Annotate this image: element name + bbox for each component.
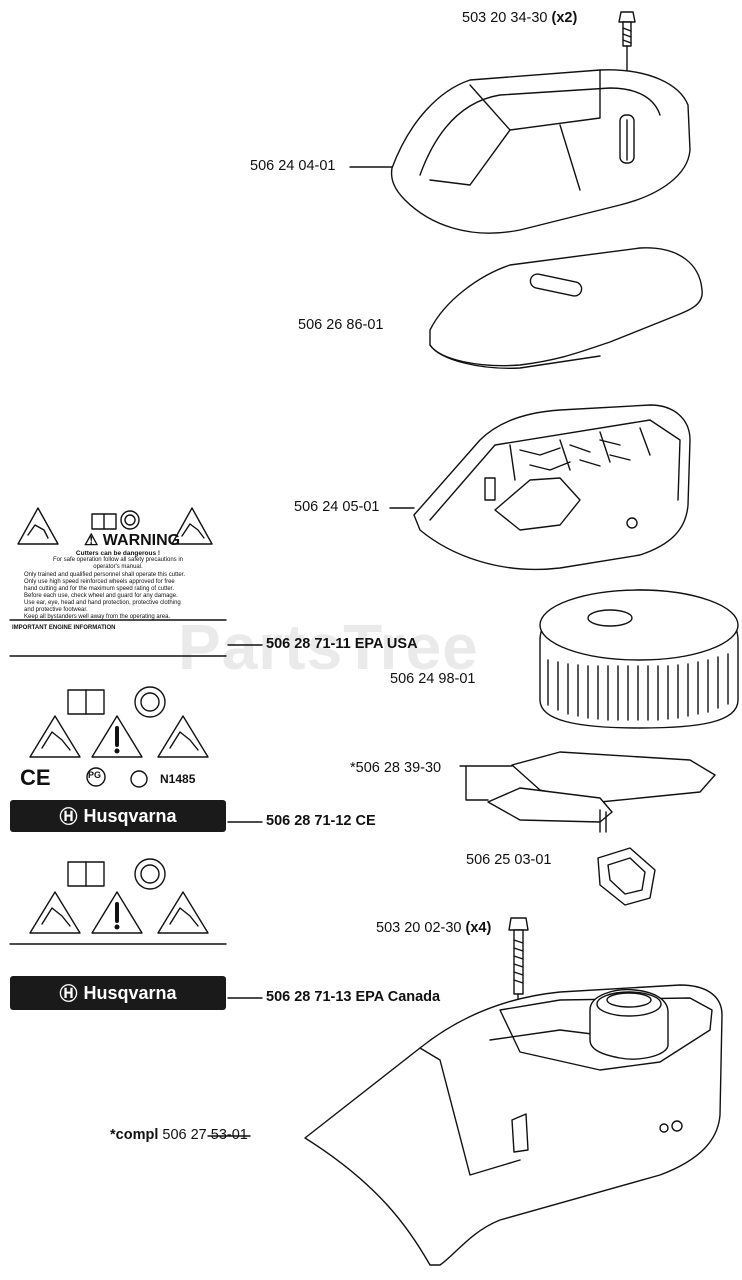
air-filter-cover-drawing — [390, 69, 691, 234]
decal-usa-bullets: Only trained and qualified personnel sha… — [24, 572, 224, 621]
decal-canada-drawing — [9, 858, 227, 945]
label-screw-top: 503 20 34-30 (x2) — [462, 10, 577, 26]
bullet: Keep all bystanders well away from the o… — [24, 614, 171, 620]
husqvarna-brand-bar-canada: Ⓗ Husqvarna — [10, 976, 226, 1010]
warning-title-text: WARNING — [102, 532, 181, 549]
seal-drawing — [597, 847, 656, 906]
pg-mark: PG — [88, 770, 102, 780]
bullet: Only use high speed reinforced wheels ap… — [24, 579, 175, 585]
air-filter-drawing — [539, 589, 739, 729]
decal-usa-line3: operator's manual. — [93, 564, 143, 570]
compl-prefix: *compl — [110, 1127, 159, 1143]
part-number: 503 20 34-30 — [462, 10, 548, 26]
filter-holder-drawing — [413, 404, 691, 571]
brand-text: Husqvarna — [83, 805, 177, 826]
label-decal-ce: 506 28 71-12 CE — [266, 813, 376, 829]
label-decal-canada: 506 28 71-13 EPA Canada — [266, 989, 441, 1005]
n1485-mark: N1485 — [160, 772, 196, 786]
part-number: 503 20 02-30 — [376, 920, 462, 936]
bullet: Before each use, check wheel and guard f… — [24, 593, 178, 599]
label-decal-usa: 506 28 71-11 EPA USA — [266, 636, 418, 652]
label-seal: 506 25 03-01 — [466, 852, 552, 868]
bullet: and protective footwear. — [24, 607, 88, 613]
prefilter-drawing — [429, 247, 703, 369]
label-compl: *compl 506 27 53-01 — [110, 1127, 248, 1143]
gasket-drawing — [459, 751, 716, 833]
husqvarna-logo-icon: Ⓗ — [59, 807, 78, 827]
decal-usa-warning-title: ⚠ WARNING — [84, 530, 180, 550]
label-prefilter: 506 26 86-01 — [298, 317, 384, 333]
label-screw-bottom: 503 20 02-30 (x4) — [376, 920, 491, 936]
ce-mark: CE — [20, 765, 51, 790]
watermark: PartsTree — [178, 611, 479, 683]
bullet: Use ear, eye, head and hand protection, … — [24, 600, 181, 606]
label-filter: 506 24 98-01 — [390, 671, 476, 687]
decal-ce-drawing — [29, 686, 209, 788]
part-number: 506 27 53-01 — [162, 1127, 248, 1143]
part-qty: (x2) — [551, 10, 578, 26]
bullet: hand cutting and for the maximum speed r… — [24, 586, 175, 592]
decal-usa-line1: Cutters can be dangerous ! — [75, 550, 161, 557]
brand-text: Husqvarna — [83, 982, 177, 1003]
label-gasket-set: *506 28 39-30 — [350, 760, 442, 776]
decal-usa-engine-info: IMPORTANT ENGINE INFORMATION — [12, 625, 116, 631]
decal-usa-drawing — [9, 507, 227, 657]
air-filter-base-drawing — [304, 984, 723, 1266]
part-qty: (x4) — [465, 920, 492, 936]
warning-icon: ⚠ — [84, 532, 99, 549]
label-cover: 506 24 04-01 — [250, 158, 336, 174]
label-holder: 506 24 05-01 — [294, 499, 380, 515]
bullet: Only trained and qualified personnel sha… — [24, 572, 186, 578]
decal-usa-line2: For safe operation follow all safety pre… — [52, 557, 184, 563]
husqvarna-brand-bar-ce: Ⓗ Husqvarna — [10, 800, 226, 832]
husqvarna-logo-icon: Ⓗ — [59, 984, 78, 1004]
